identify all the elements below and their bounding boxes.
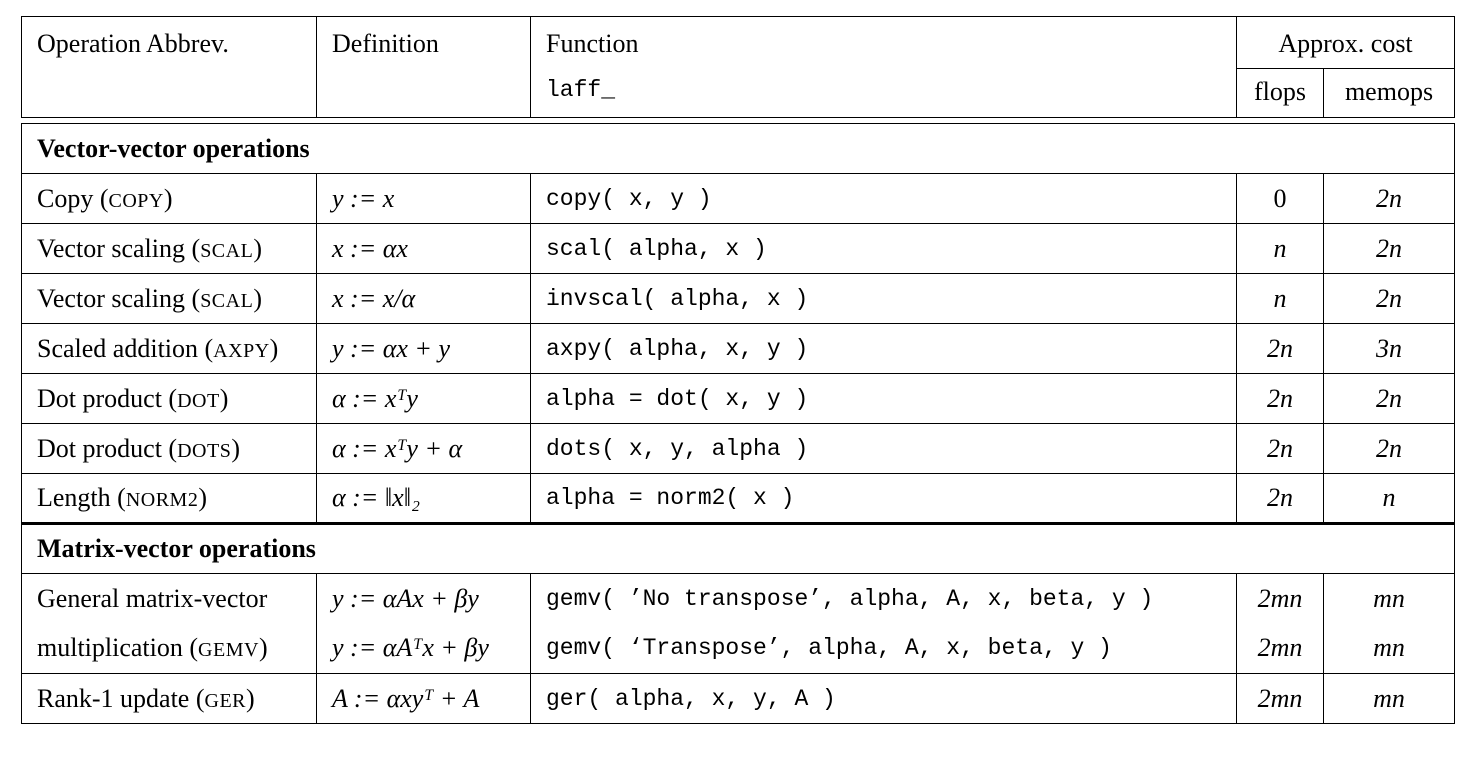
op-definition: x := x/α: [316, 273, 531, 324]
header-flops: flops: [1236, 68, 1324, 118]
op-function: invscal( alpha, x ): [530, 273, 1237, 324]
op-name: Rank-1 update: [37, 683, 190, 713]
header-memops: memops: [1322, 68, 1456, 118]
op-memops: mn: [1323, 573, 1455, 624]
op-name: Copy: [37, 183, 94, 213]
op-name-cell: Vector scaling (SCAL): [21, 223, 317, 274]
section-row: Matrix-vector operations: [21, 522, 1455, 574]
op-name-cell: Copy (COPY): [21, 173, 317, 224]
op-abbrev: SCAL: [200, 289, 254, 312]
op-flops: 0: [1236, 173, 1324, 224]
op-function: ger( alpha, x, y, A ): [530, 673, 1237, 724]
op-memops: n: [1323, 473, 1455, 524]
op-flops: 2n: [1236, 473, 1324, 524]
op-function: scal( alpha, x ): [530, 223, 1237, 274]
op-name: Length: [37, 483, 111, 512]
op-name: Dot product: [37, 383, 162, 413]
op-flops: 2mn: [1236, 673, 1324, 724]
op-definition: α := xᵀy: [316, 373, 531, 424]
op-flops: n: [1236, 223, 1324, 274]
op-abbrev: NORM2: [125, 489, 199, 511]
op-flops: 2mn: [1236, 573, 1324, 624]
op-memops: 2n: [1323, 173, 1455, 224]
op-memops: mn: [1323, 623, 1455, 674]
op-function: alpha = norm2( x ): [530, 473, 1237, 524]
op-memops: 2n: [1323, 373, 1455, 424]
header-definition: Definition: [316, 16, 531, 118]
op-function: copy( x, y ): [530, 173, 1237, 224]
section-row: Vector-vector operations: [21, 123, 1455, 174]
op-function: alpha = dot( x, y ): [530, 373, 1237, 424]
op-definition: y := αAᵀx + βy: [316, 623, 531, 674]
op-memops: 2n: [1323, 423, 1455, 474]
op-name: multiplication: [37, 633, 183, 663]
header-function-prefix: laff_: [530, 68, 1237, 118]
header-table: Operation Abbrev. Definition Function Ap…: [21, 16, 1456, 118]
op-definition: x := αx: [316, 223, 531, 274]
op-definition: A := αxyᵀ + A: [316, 673, 531, 724]
op-function: gemv( ‘Transpose’, alpha, A, x, beta, y …: [530, 623, 1237, 674]
op-definition: α := xᵀy + α: [316, 423, 531, 474]
op-memops: mn: [1323, 673, 1455, 724]
op-abbrev: GER: [204, 689, 247, 712]
header-cost: Approx. cost: [1235, 16, 1456, 69]
header-abbrev: Operation Abbrev.: [21, 16, 317, 118]
op-memops: 3n: [1323, 323, 1455, 374]
op-abbrev: COPY: [108, 189, 164, 212]
op-name-cell: Dot product (DOTS): [21, 423, 317, 474]
op-name-cell: Rank-1 update (GER): [21, 673, 317, 724]
op-function: gemv( ’No transpose’, alpha, A, x, beta,…: [530, 573, 1237, 624]
op-abbrev: DOTS: [177, 439, 232, 462]
op-flops: 2mn: [1236, 623, 1324, 674]
op-abbrev: GEMV: [198, 639, 259, 662]
op-flops: n: [1236, 273, 1324, 324]
op-name-cell: General matrix-vector: [21, 573, 317, 624]
op-definition: y := αx + y: [316, 323, 531, 374]
section-title: Vector-vector operations: [21, 123, 1455, 174]
op-flops: 2n: [1236, 423, 1324, 474]
op-name: Dot product: [37, 433, 162, 463]
op-definition: α := ‖x‖₂: [316, 473, 531, 524]
op-abbrev: DOT: [177, 389, 220, 412]
op-abbrev: SCAL: [200, 239, 254, 262]
op-definition: y := x: [316, 173, 531, 224]
op-memops: 2n: [1323, 273, 1455, 324]
op-function: axpy( alpha, x, y ): [530, 323, 1237, 374]
op-name: Vector scaling: [37, 283, 186, 313]
op-name-cell: Vector scaling (SCAL): [21, 273, 317, 324]
op-function: dots( x, y, alpha ): [530, 423, 1237, 474]
op-abbrev: AXPY: [213, 339, 270, 362]
header-function: Function: [530, 16, 1237, 69]
op-name-cell: Dot product (DOT): [21, 373, 317, 424]
op-flops: 2n: [1236, 323, 1324, 374]
op-name: Vector scaling: [37, 233, 186, 263]
op-name-cell: Scaled addition (AXPY): [21, 323, 317, 374]
section-title: Matrix-vector operations: [21, 522, 1455, 574]
op-name: General matrix-vector: [37, 583, 268, 613]
op-name-cell: Length (NORM2): [21, 473, 317, 524]
op-definition: y := αAx + βy: [316, 573, 531, 624]
op-name-cell: multiplication (GEMV): [21, 623, 317, 674]
op-name: Scaled addition: [37, 333, 199, 363]
op-memops: 2n: [1323, 223, 1455, 274]
op-flops: 2n: [1236, 373, 1324, 424]
